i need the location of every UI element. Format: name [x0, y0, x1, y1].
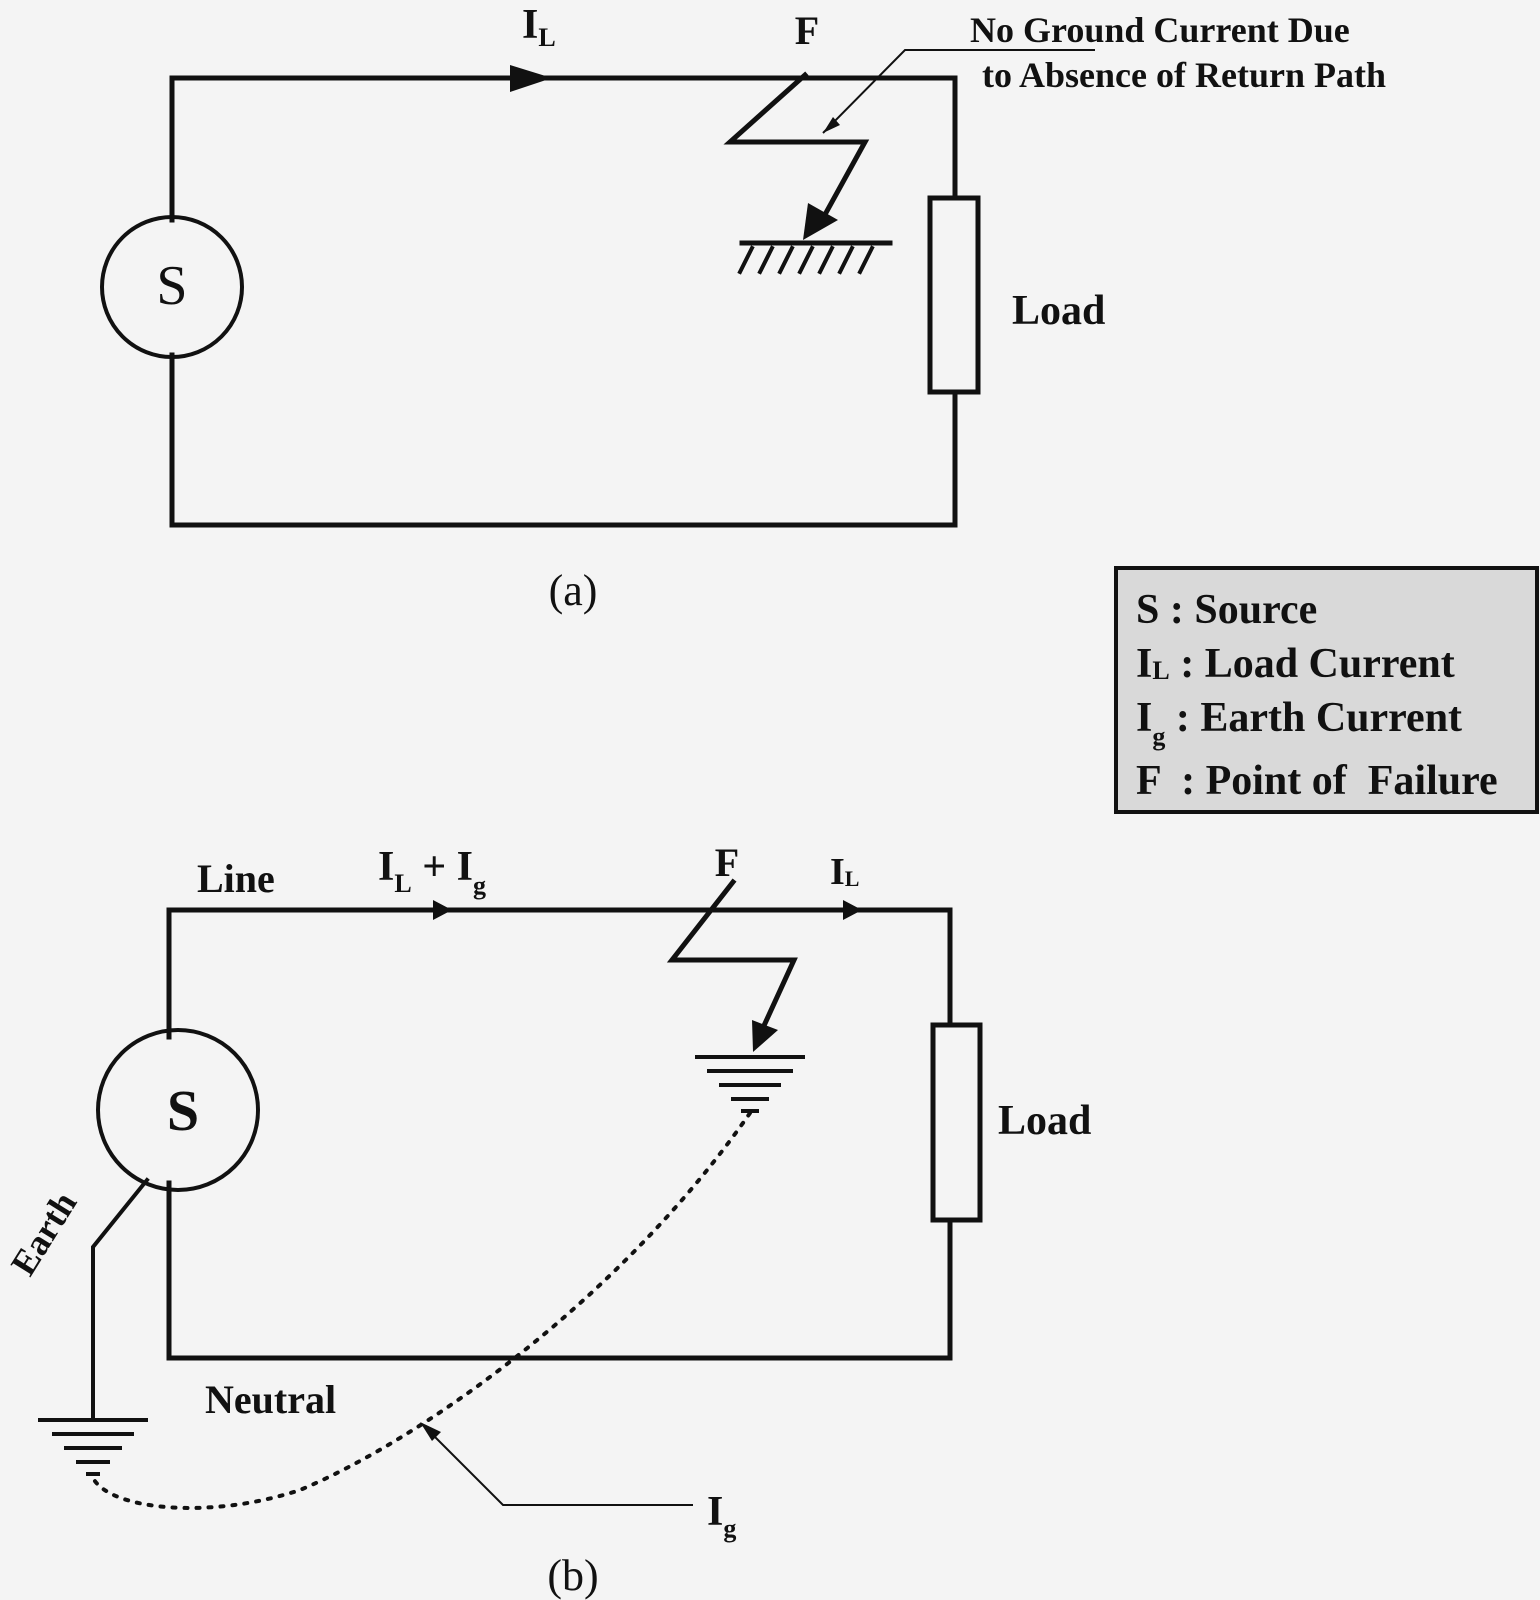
caption-b: (b): [547, 1551, 598, 1600]
diagram-a: S Load IL F No Ground Current Due to Abs…: [100, 2, 1386, 615]
note-leader-arrow-a: [823, 117, 840, 133]
note-line-2: to Absence of Return Path: [982, 55, 1386, 95]
ground-hatch-a: [737, 240, 893, 275]
line-arrow-b: [433, 900, 452, 920]
legend-box: S : Source IL : Load Current Ig : Earth …: [1114, 566, 1539, 814]
diagram-b: S Load Earth Ig: [3, 840, 1092, 1600]
fault-ground-symbol-b: [695, 1055, 805, 1113]
current-a-label: IL: [522, 2, 556, 52]
neutral-label: Neutral: [205, 1377, 336, 1422]
circuit-b-wire: [166, 907, 953, 1361]
earth-wire-b: [91, 1177, 150, 1420]
caption-a: (a): [549, 566, 598, 615]
legend-row-source: S : Source: [1136, 587, 1317, 633]
earth-label: Earth: [3, 1185, 85, 1283]
fault-a-label: F: [795, 8, 819, 53]
fault-arrowhead-a: [803, 203, 838, 240]
line-label: Line: [197, 856, 275, 901]
source-b-label: S: [167, 1078, 199, 1143]
legend-row-earth-current: Ig : Earth Current: [1136, 695, 1462, 751]
ig-callout-label: Ig: [707, 1489, 736, 1543]
legend-row-failure-point: F : Point of Failure: [1136, 758, 1498, 804]
fault-b-label: F: [715, 840, 739, 885]
current-arrow-a: [510, 65, 552, 92]
fault-zigzag-b: [666, 878, 798, 1034]
ig-leader-arrow: [420, 1422, 441, 1441]
earth-ground-symbol-b: [38, 1418, 148, 1476]
source-b: [96, 1028, 260, 1192]
load-b: [930, 1022, 983, 1223]
load-a: [927, 195, 981, 395]
load-current-arrow-b: [843, 900, 862, 920]
ig-leader: [421, 1423, 693, 1506]
source-a: [100, 215, 244, 359]
legend-row-load-current: IL : Load Current: [1136, 641, 1455, 687]
circuit-a-wire: [169, 75, 958, 528]
fault-arrowhead-b: [752, 1020, 778, 1052]
load-b-label: Load: [998, 1098, 1091, 1144]
note-leader-a: [822, 49, 1095, 134]
source-a-label: S: [156, 255, 187, 317]
note-line-1: No Ground Current Due: [970, 10, 1350, 50]
load-a-label: Load: [1012, 288, 1105, 334]
earth-return-path-dotted: [91, 1111, 752, 1510]
fault-zigzag-a: [723, 71, 870, 224]
line-current-label: IL + Ig: [378, 844, 486, 900]
load-current-label: IL: [830, 851, 859, 893]
